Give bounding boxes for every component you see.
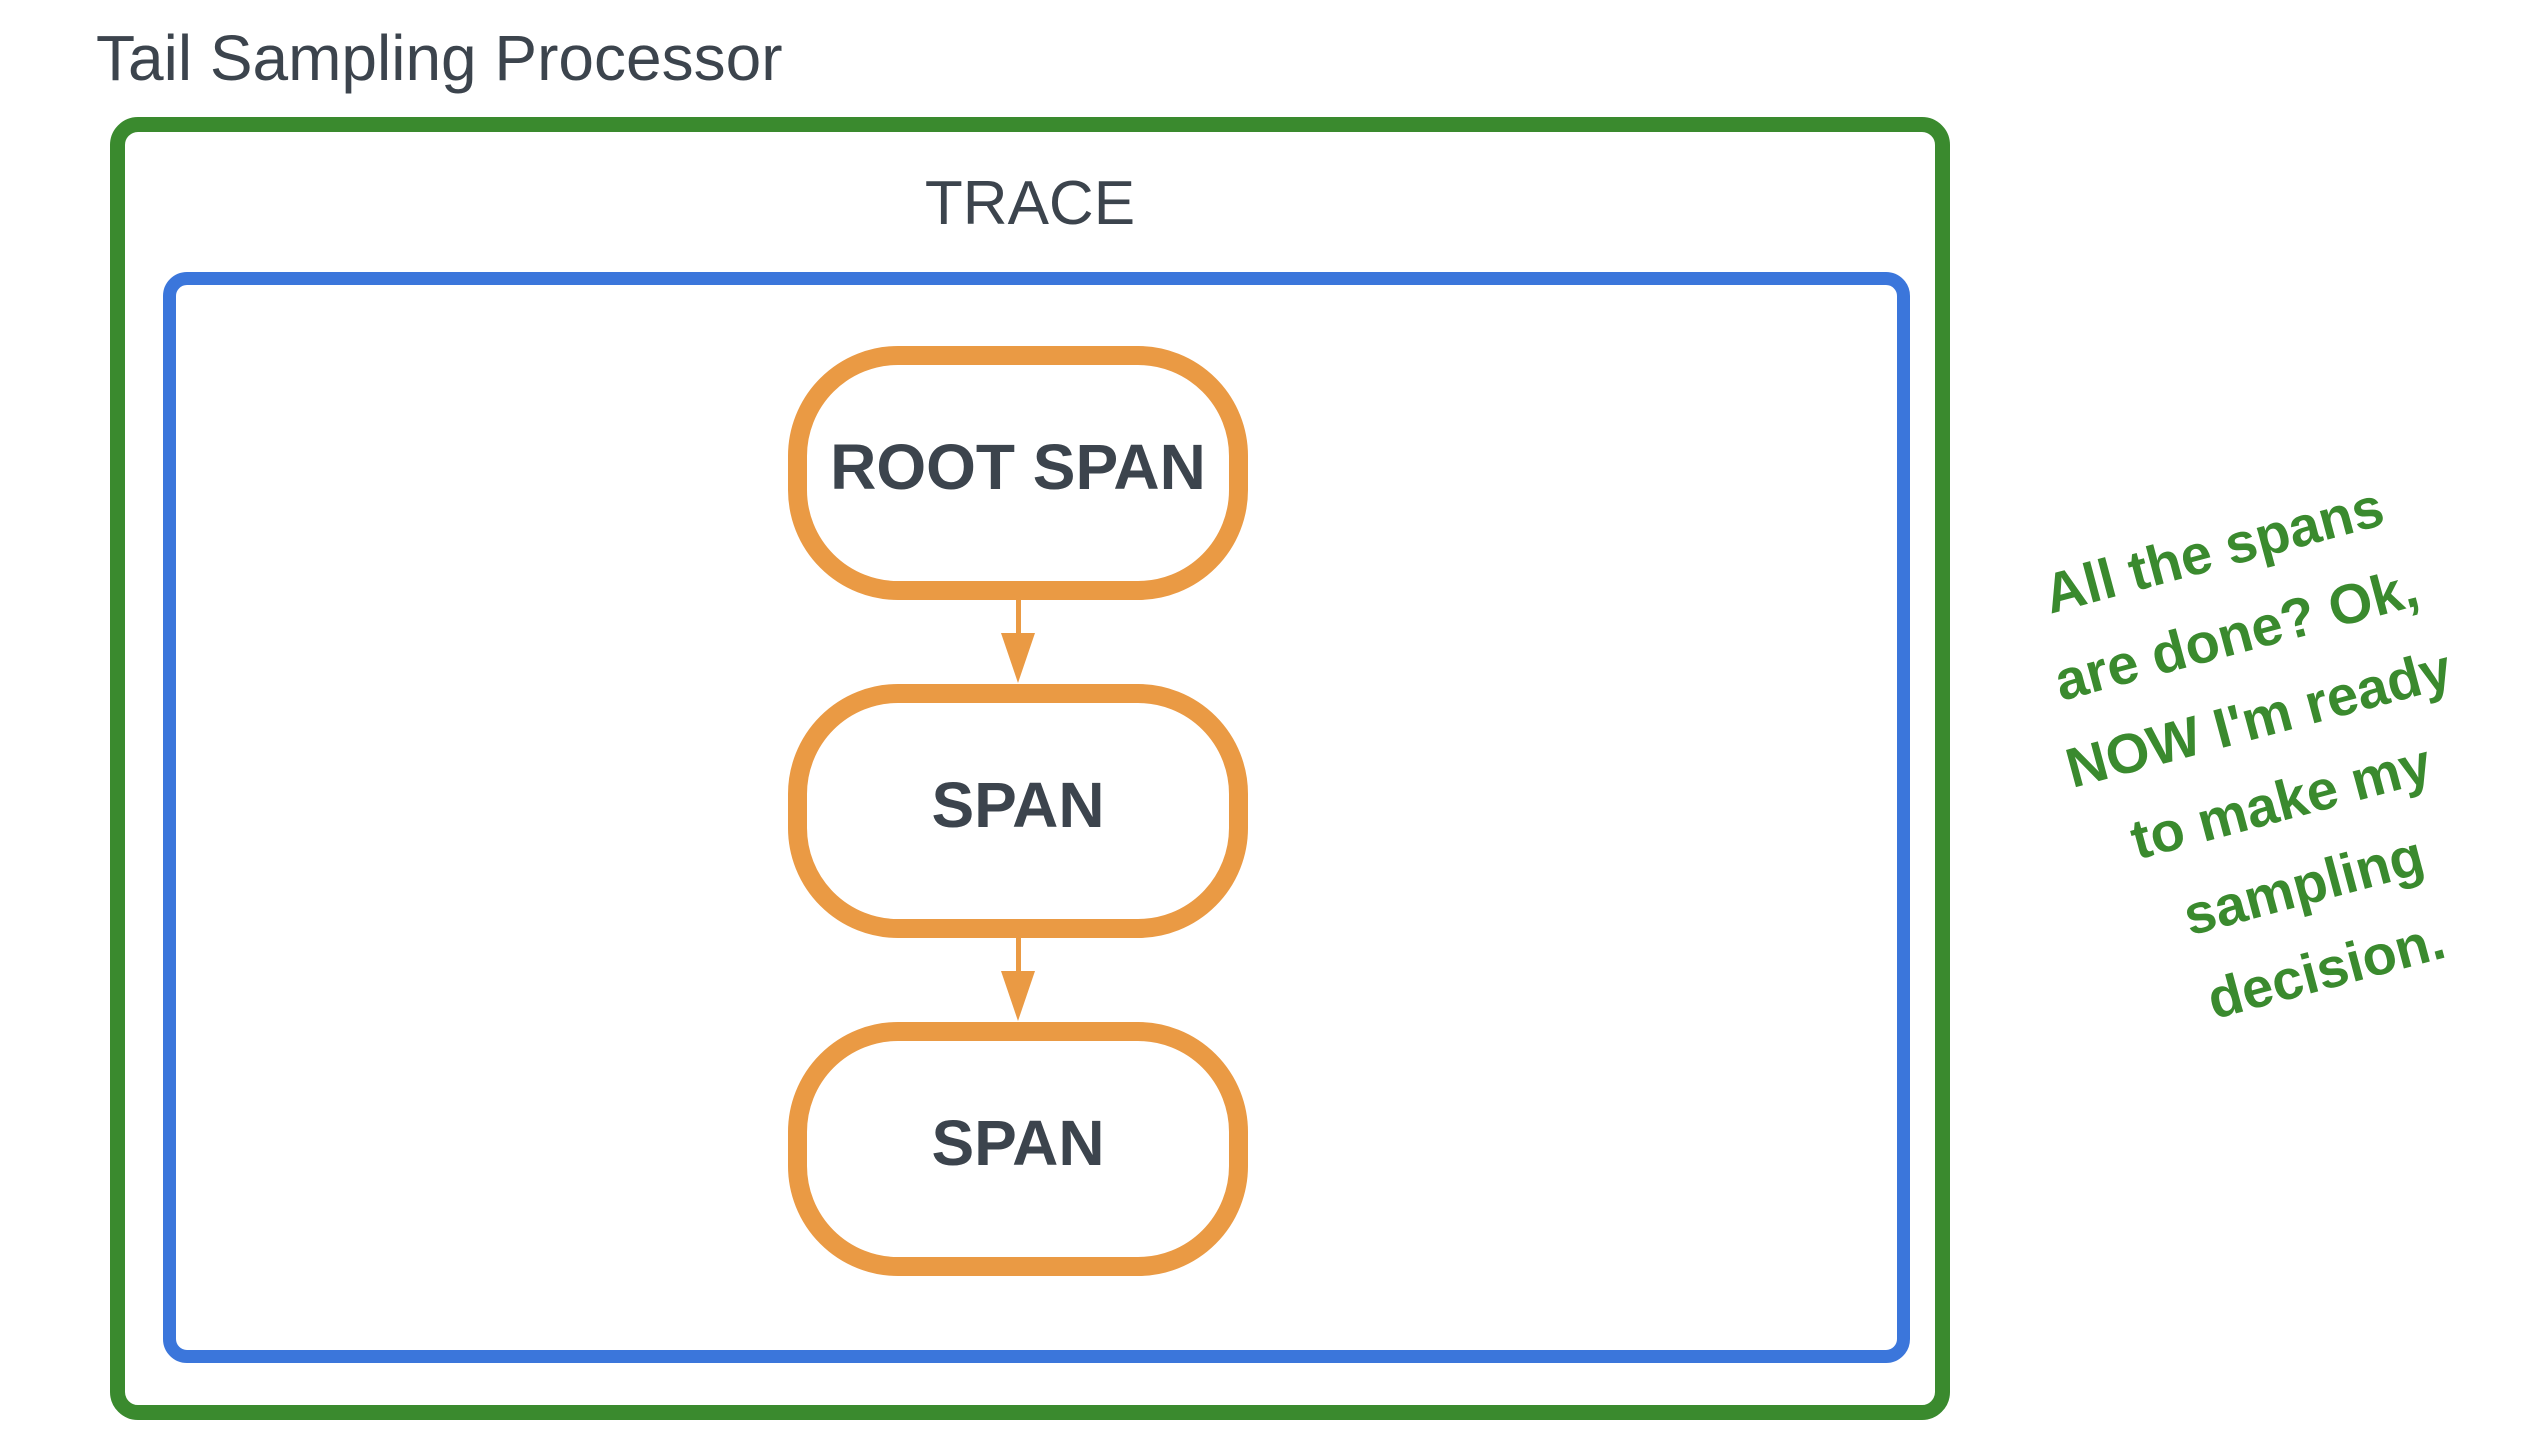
arrow-down-icon (1001, 633, 1035, 683)
trace-label: TRACE (924, 169, 1136, 238)
tail-sampling-processor-box (110, 117, 1950, 1420)
span-node-2: SPAN (788, 684, 1248, 938)
span-node-3: SPAN (788, 1022, 1248, 1276)
arrow-down-icon (1001, 971, 1035, 1021)
span-label-2: SPAN (931, 769, 1105, 841)
flow-arrow-2 (1001, 938, 1035, 1021)
diagram-title: Tail Sampling Processor (96, 22, 783, 94)
flow-arrow-1 (1001, 600, 1035, 683)
annotation-text: All the spans are done? Ok, NOW I'm read… (2009, 457, 2530, 1064)
span-label-3: SPAN (931, 1107, 1105, 1179)
trace-box (163, 272, 1910, 1363)
root-span-node: ROOT SPAN (788, 346, 1248, 600)
root-span-label: ROOT SPAN (830, 431, 1206, 503)
arrow-shaft (1015, 938, 1021, 971)
arrow-shaft (1015, 600, 1021, 633)
